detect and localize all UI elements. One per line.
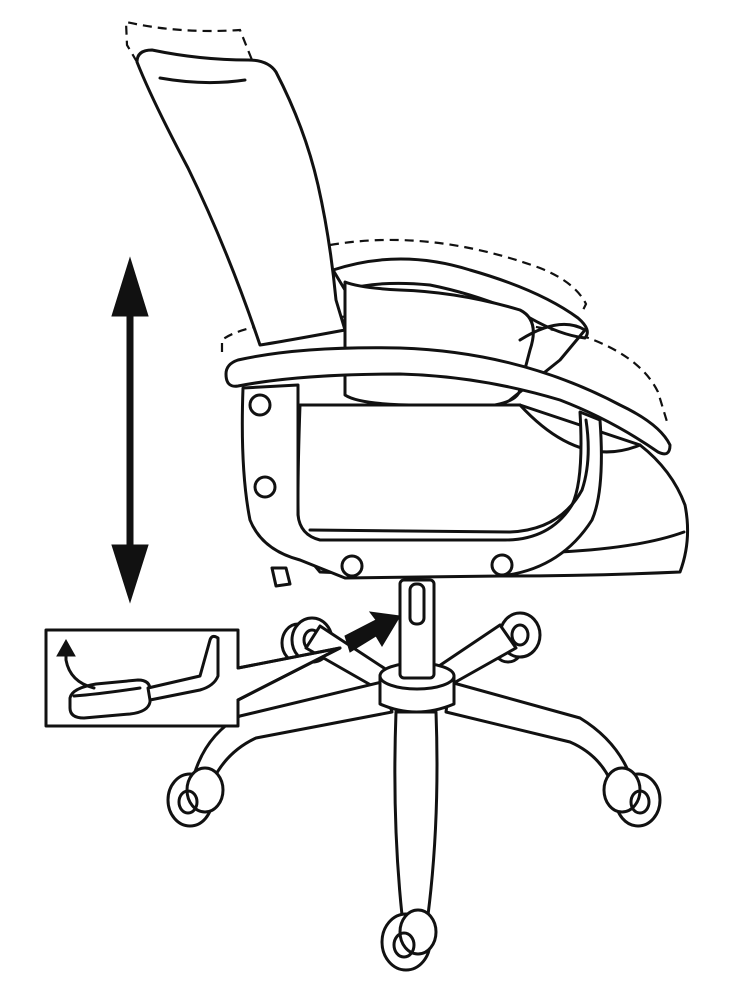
leg-front-left: [166, 680, 394, 828]
height-lever: [270, 566, 292, 588]
rivet: [340, 554, 364, 578]
leg-front-right: [444, 680, 662, 828]
height-adjust-arrow-icon: [111, 256, 149, 604]
lift-arrow-icon: [56, 638, 96, 690]
rivet: [253, 475, 277, 499]
lever-arrow-icon: [344, 611, 401, 653]
chair-base: [166, 578, 662, 972]
leg-front-center: [380, 710, 439, 972]
rivet: [490, 553, 514, 577]
lever-detail: [68, 634, 220, 720]
gas-lift-column: [398, 578, 436, 680]
armrest-front: [224, 346, 672, 580]
seat-back: [135, 48, 347, 347]
lever-callout: [44, 628, 342, 728]
rivet: [248, 393, 272, 417]
